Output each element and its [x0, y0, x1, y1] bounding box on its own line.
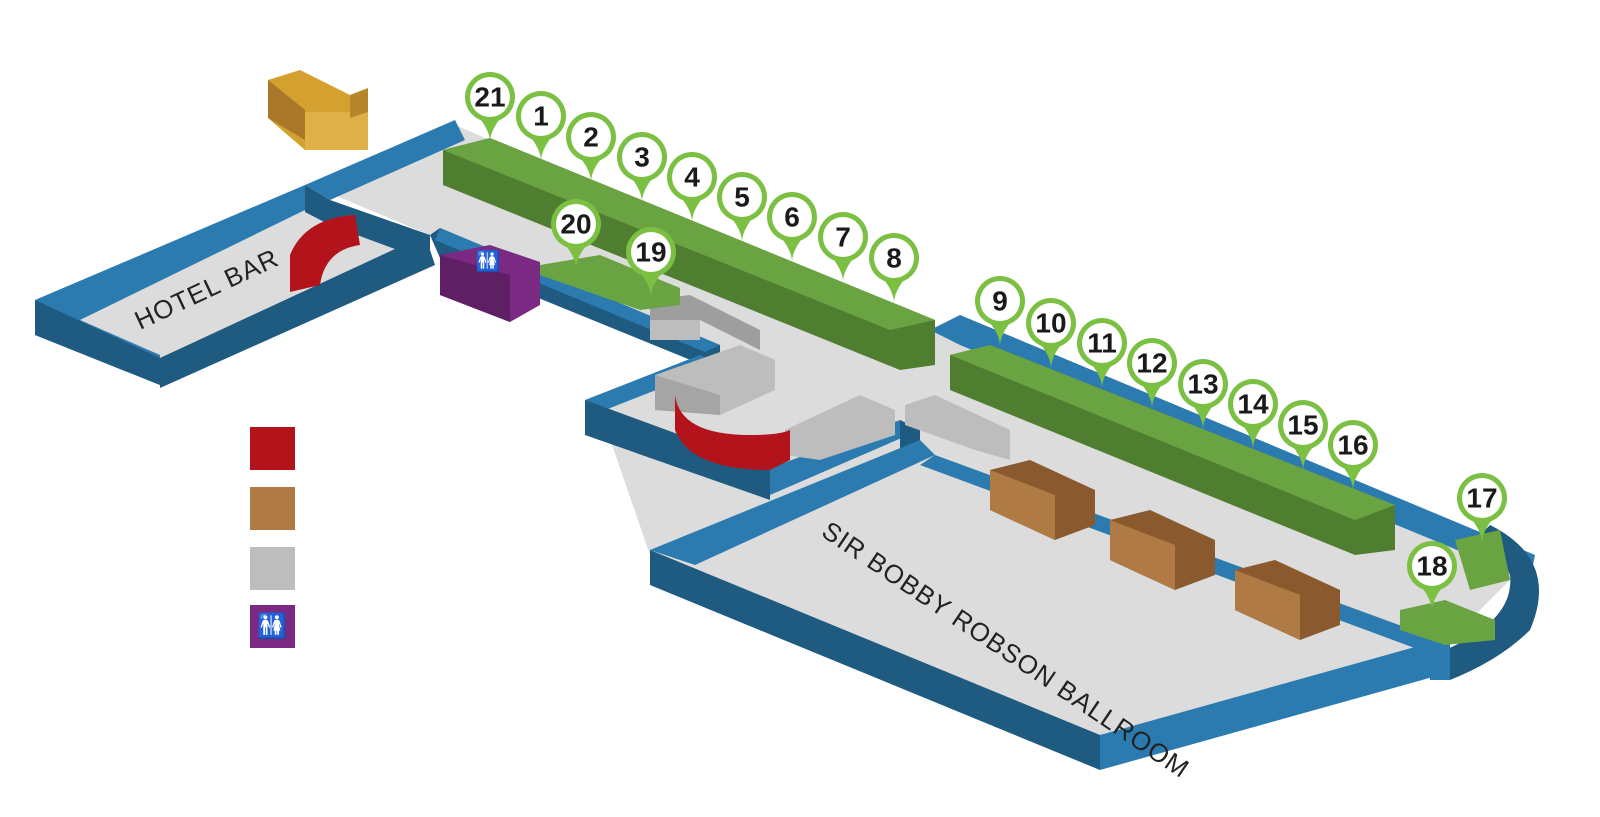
stand-pin[interactable]: 5: [717, 172, 767, 242]
stand-number: 14: [1237, 389, 1269, 420]
stand-pin[interactable]: 7: [818, 212, 868, 282]
legend: 🚻: [250, 427, 295, 648]
legend-swatch-grey: [250, 547, 295, 590]
stand-number: 11: [1087, 328, 1117, 359]
stand-pin[interactable]: 8: [869, 233, 919, 303]
toilets-icon: 🚻: [257, 612, 287, 640]
stand-number: 13: [1187, 369, 1218, 400]
stand-pin[interactable]: 13: [1178, 359, 1228, 429]
stand-number: 19: [635, 237, 666, 268]
stand-pin[interactable]: 4: [667, 152, 717, 222]
stand-pin[interactable]: 9: [975, 276, 1025, 346]
stand-number: 5: [734, 182, 750, 213]
stand-pin[interactable]: 12: [1127, 338, 1177, 408]
stand-pin[interactable]: 19: [626, 227, 676, 297]
stand-pin[interactable]: 2: [566, 112, 616, 182]
stand-number: 15: [1287, 410, 1318, 441]
stand-pin[interactable]: 17: [1457, 473, 1507, 543]
stand-pin[interactable]: 1: [516, 91, 566, 161]
stand-pin[interactable]: 20: [551, 199, 601, 269]
stand-pin[interactable]: 3: [617, 132, 667, 202]
stand-number: 12: [1136, 348, 1167, 379]
stand-number: 4: [684, 162, 700, 193]
stand-pin[interactable]: 15: [1278, 400, 1328, 470]
grey-structures: [650, 295, 1010, 460]
stand-pin[interactable]: 18: [1407, 541, 1457, 611]
stand-number: 21: [474, 82, 505, 113]
stand-pin[interactable]: 14: [1228, 379, 1278, 449]
toilets-block: 🚻: [440, 245, 540, 322]
stand-number: 18: [1416, 551, 1447, 582]
stand-number: 1: [533, 101, 549, 132]
red-structures: [290, 215, 790, 470]
green-stands: [443, 138, 1510, 645]
stand-number: 17: [1466, 483, 1497, 514]
legend-swatch-toilets: [250, 605, 295, 648]
stand-number: 16: [1337, 430, 1368, 461]
brown-tables: [990, 460, 1340, 640]
legend-swatch-brown: [250, 487, 295, 530]
entrance-arrow-icon: [268, 70, 368, 150]
stand-number: 9: [992, 286, 1008, 317]
toilets-icon: 🚻: [476, 249, 501, 273]
stand-number: 2: [583, 122, 599, 153]
stand-number: 3: [634, 142, 650, 173]
stand-pin[interactable]: 21: [465, 72, 515, 142]
stand-number: 10: [1035, 308, 1066, 339]
stand-number: 7: [835, 222, 851, 253]
stand-pin[interactable]: 10: [1026, 298, 1076, 368]
stand-pin[interactable]: 16: [1328, 420, 1378, 490]
stand-pin[interactable]: 6: [767, 192, 817, 262]
stand-pin[interactable]: 11: [1077, 318, 1127, 388]
stand-number: 20: [560, 209, 591, 240]
legend-swatch-red: [250, 427, 295, 470]
stand-number: 6: [784, 202, 800, 233]
stand-number: 8: [886, 243, 902, 274]
